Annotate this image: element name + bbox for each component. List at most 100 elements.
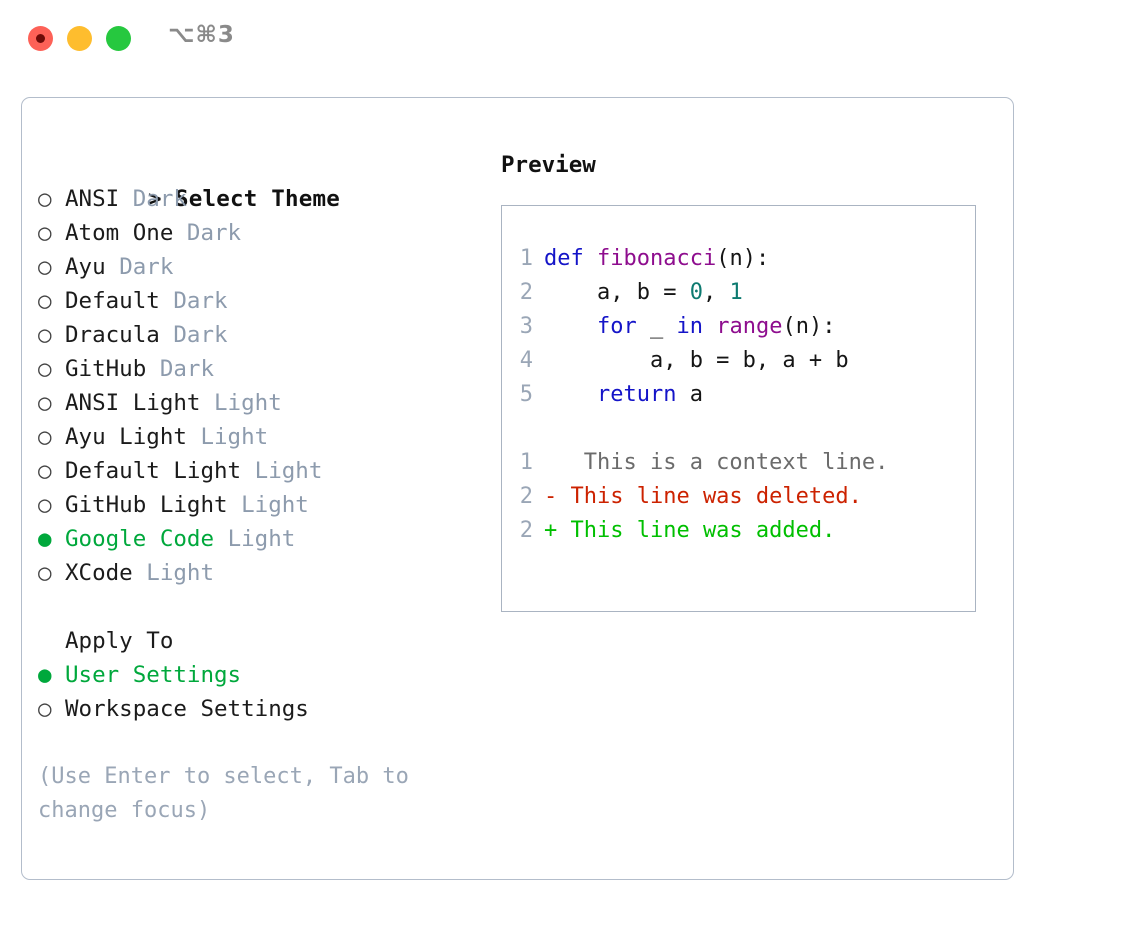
theme-item-xcode[interactable]: ○XCode Light (38, 556, 478, 590)
theme-name: Ayu Light (65, 424, 187, 450)
radio-unselected-icon: ○ (38, 424, 52, 450)
line-number: 4 (519, 348, 533, 373)
keyboard-hint: (Use Enter to select, Tab to change focu… (38, 764, 409, 823)
theme-item-default-light[interactable]: ○ Default Light Light (38, 454, 478, 488)
close-button[interactable] (28, 26, 53, 51)
theme-item-dracula[interactable]: ○Dracula Dark (38, 318, 478, 352)
caret-icon: > (147, 186, 162, 212)
code-sample: 1 def fibonacci(n): 2 a, b = 0, 1 3 for _ i… (502, 242, 975, 412)
token-pl: a, b = (544, 280, 690, 305)
theme-item-atom-one[interactable]: ○Atom One Dark (38, 216, 478, 250)
theme-name: Ayu (65, 254, 106, 280)
theme-item-github-light[interactable]: ○ GitHub Light Light (38, 488, 478, 522)
apply-to-label: Apply To (65, 628, 174, 654)
code-text: return a (544, 378, 703, 412)
line-number: 1 (519, 246, 533, 271)
token-pl: a (676, 382, 703, 407)
apply-to-options: ● User Settings ○ Workspace Settings (38, 658, 478, 726)
apply-to-option-workspace-settings[interactable]: ○ Workspace Settings (38, 692, 478, 726)
theme-variant-badge: Light (241, 492, 309, 518)
radio-unselected-icon: ○ (38, 322, 52, 348)
diff-text: + This line was added. (544, 518, 836, 543)
line-number: 2 (519, 280, 533, 305)
theme-variant-badge: Light (214, 390, 282, 416)
diff-text: - This line was deleted. (544, 484, 862, 509)
code-text: a, b = 0, 1 (544, 276, 743, 310)
token-pl: , (702, 280, 730, 305)
radio-unselected-icon: ○ (38, 390, 52, 416)
theme-name: ANSI (65, 186, 120, 212)
apply-to-option-user-settings[interactable]: ● User Settings (38, 658, 478, 692)
theme-item-ayu-light[interactable]: ○ Ayu Light Light (38, 420, 478, 454)
theme-name: Default (65, 288, 160, 314)
line-number: 2 (519, 484, 533, 509)
theme-item-google-code[interactable]: ● Google Code Light (38, 522, 478, 556)
radio-unselected-icon: ○ (38, 696, 52, 722)
token-num: 0 (689, 280, 703, 305)
maximize-button[interactable] (106, 26, 131, 51)
token-pl (703, 314, 716, 339)
window-title-shortcut: ⌥⌘3 (168, 22, 235, 48)
token-kw: in (676, 314, 703, 339)
radio-unselected-icon: ○ (38, 356, 52, 382)
token-fn: fibonacci (596, 246, 717, 271)
token-fn: range (716, 314, 783, 339)
line-number: 3 (519, 314, 533, 339)
radio-selected-icon: ● (38, 662, 52, 688)
radio-unselected-icon: ○ (38, 288, 52, 314)
token-pl: (n): (782, 314, 836, 339)
theme-variant-badge: Light (146, 560, 215, 586)
preview-box: 1 def fibonacci(n): 2 a, b = 0, 1 3 for _ i… (501, 205, 976, 612)
radio-unselected-icon: ○ (38, 458, 52, 484)
theme-picker-title: Select Theme (174, 186, 340, 212)
token-pl (544, 382, 597, 407)
code-line: 5 return a (502, 378, 975, 412)
theme-name: Default Light (65, 458, 242, 484)
theme-item-default[interactable]: ○ Default Dark (38, 284, 478, 318)
theme-name: Dracula (65, 322, 160, 348)
line-number: 2 (519, 518, 533, 543)
token-kw: for (596, 314, 637, 339)
apply-to-option-label: User Settings (65, 662, 242, 688)
theme-variant-badge: Light (227, 526, 296, 552)
token-pl: _ (636, 314, 677, 339)
minimize-button[interactable] (67, 26, 92, 51)
theme-item-github[interactable]: ○GitHub Dark (38, 352, 478, 386)
theme-variant-badge: Light (254, 458, 323, 484)
diff-line-ctx: 1 This is a context line. (502, 446, 975, 480)
code-line: 1 def fibonacci(n): (502, 242, 975, 276)
theme-item-ansi[interactable]: ○ ANSI Dark (38, 182, 478, 216)
theme-variant-badge: Dark (132, 186, 187, 212)
token-pl (544, 314, 597, 339)
theme-variant-badge: Dark (159, 356, 215, 382)
theme-name: ANSI Light (65, 390, 201, 416)
apply-to-option-label: Workspace Settings (65, 696, 309, 722)
radio-unselected-icon: ○ (38, 186, 52, 212)
theme-item-ansi-light[interactable]: ○ ANSI Light Light (38, 386, 478, 420)
line-number: 5 (519, 382, 533, 407)
spacer (38, 590, 478, 624)
theme-name: Atom One (65, 220, 174, 246)
radio-selected-icon: ● (38, 526, 52, 552)
theme-list: ○ ANSI Dark ○ Atom One Dark ○ Ayu Dark ○ Defaul… (38, 182, 478, 590)
code-text: def fibonacci(n): (544, 242, 769, 276)
radio-unselected-icon: ○ (38, 220, 52, 246)
line-number: 1 (519, 450, 533, 475)
theme-variant-badge: Dark (119, 254, 174, 280)
theme-variant-badge: Dark (173, 288, 228, 314)
radio-unselected-icon: ○ (38, 492, 52, 518)
theme-item-ayu[interactable]: ○ Ayu Dark (38, 250, 478, 284)
diff-sample: 1 This is a context line. 2 - This line wa… (502, 446, 975, 548)
preview-divider (502, 412, 975, 446)
diff-line-del: 2 - This line was deleted. (502, 480, 975, 514)
theme-name: GitHub Light (65, 492, 228, 518)
radio-unselected-icon: ○ (38, 560, 52, 586)
title-bar: ⌥⌘3 (0, 0, 1140, 78)
theme-picker-column: > Select Theme ○ ANSI Dark ○ Atom One Dark ○ A… (38, 148, 478, 828)
token-pl: (n): (716, 246, 770, 271)
code-line: 4 a, b = b, a + b (502, 344, 975, 378)
theme-variant-badge: Light (200, 424, 269, 450)
theme-name: Google Code (65, 526, 215, 552)
radio-unselected-icon: ○ (38, 254, 52, 280)
